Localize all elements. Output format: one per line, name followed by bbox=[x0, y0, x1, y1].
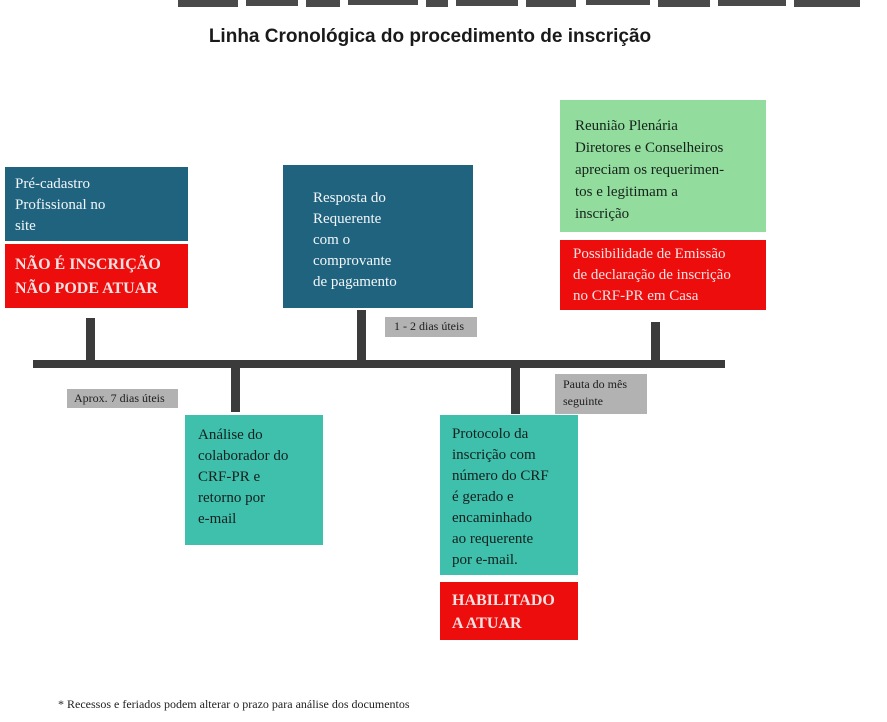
cutoff-text-fragment bbox=[586, 0, 650, 5]
box-protocolo-inscricao: Protocolo da inscrição com número do CRF… bbox=[440, 415, 578, 575]
cutoff-text-strip bbox=[0, 0, 887, 8]
cutoff-text-fragment bbox=[178, 0, 238, 7]
cutoff-text-fragment bbox=[658, 0, 710, 7]
timeline-bar bbox=[33, 360, 725, 368]
timeline-tick-analise bbox=[231, 368, 240, 412]
cutoff-text-fragment bbox=[426, 0, 448, 7]
cutoff-text-fragment bbox=[348, 0, 418, 5]
cutoff-text-fragment bbox=[718, 0, 786, 6]
cutoff-text-fragment bbox=[794, 0, 860, 7]
box-reuniao-plenaria: Reunião Plenária Diretores e Conselheiro… bbox=[560, 100, 766, 232]
footnote-recessos: * Recessos e feriados podem alterar o pr… bbox=[58, 697, 410, 711]
cutoff-text-fragment bbox=[306, 0, 340, 7]
cutoff-text-fragment bbox=[246, 0, 298, 6]
box-pre-cadastro: Pré-cadastro Profissional no site bbox=[5, 167, 188, 241]
timeline-tick-plenaria bbox=[651, 322, 660, 360]
cutoff-text-fragment bbox=[526, 0, 576, 7]
label-aprox-7-dias: Aprox. 7 dias úteis bbox=[67, 389, 178, 408]
page-title: Linha Cronológica do procedimento de ins… bbox=[208, 26, 652, 47]
timeline-tick-resposta bbox=[357, 310, 366, 360]
label-pauta-do-mes: Pauta do mês seguinte bbox=[555, 374, 647, 414]
box-habilitado-atuar: HABILITADO A ATUAR bbox=[440, 582, 578, 640]
label-1-2-dias-uteis: 1 - 2 dias úteis bbox=[385, 317, 477, 337]
timeline-tick-pre-cadastro bbox=[86, 318, 95, 360]
box-possibilidade-emissao: Possibilidade de Emissão de declaração d… bbox=[560, 240, 766, 310]
cutoff-text-fragment bbox=[456, 0, 518, 6]
box-resposta-requerente: Resposta do Requerente com o comprovante… bbox=[283, 165, 473, 308]
box-analise-colaborador: Análise do colaborador do CRF-PR e retor… bbox=[185, 415, 323, 545]
timeline-tick-protocolo bbox=[511, 368, 520, 414]
box-nao-e-inscricao: NÃO É INSCRIÇÃO NÃO PODE ATUAR bbox=[5, 244, 188, 308]
